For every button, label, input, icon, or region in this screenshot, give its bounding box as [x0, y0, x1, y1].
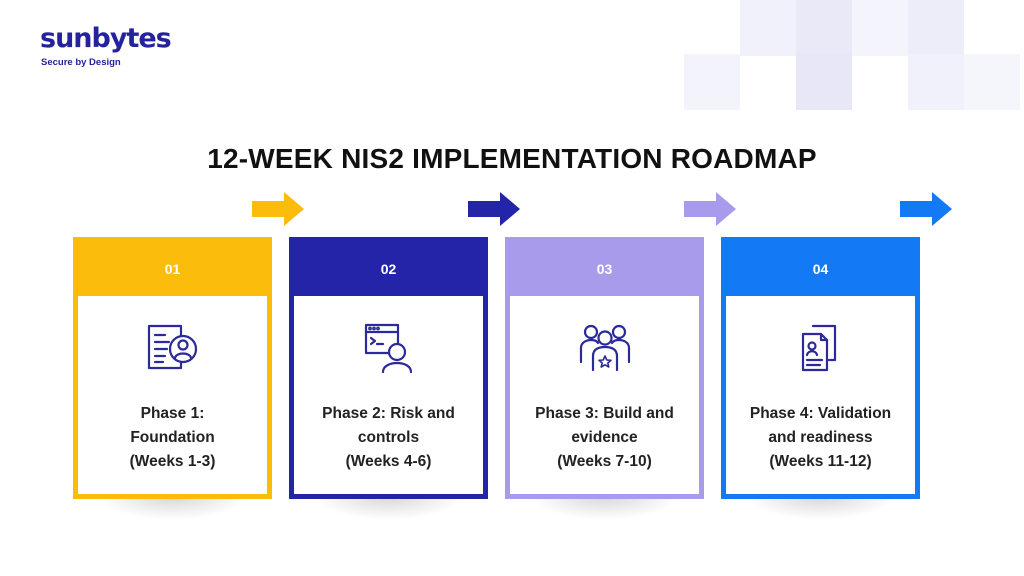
decorative-squares [684, 0, 1024, 110]
phase-number: 03 [510, 242, 699, 296]
brand-tagline: Secure by Design [41, 57, 121, 68]
documents-profile-icon [801, 324, 836, 372]
page-title: 12-WEEK NIS2 IMPLEMENTATION ROADMAP [207, 143, 817, 174]
card-shadow [314, 496, 464, 520]
phase-description: Phase 2: Risk and controls (Weeks 4-6) [322, 405, 455, 470]
phase-card-1: 01 Phase 1: Foundation (Weeks 1-3) [73, 237, 272, 499]
team-star-icon [579, 324, 630, 372]
phase-card-4: 04 Phase 4: Validation and readiness (We… [721, 237, 920, 499]
brand-name: sunbytes [40, 23, 172, 54]
phase-description: Phase 3: Build and evidence (Weeks 7-10) [535, 405, 674, 470]
document-user-icon [147, 324, 197, 370]
arrow-right-icon [252, 192, 304, 226]
phase-number: 04 [726, 242, 915, 296]
card-shadow [530, 496, 680, 520]
phase-number: 02 [294, 242, 483, 296]
terminal-user-icon [364, 323, 412, 374]
card-shadow [746, 496, 896, 520]
phase-description: Phase 1: Foundation (Weeks 1-3) [129, 405, 216, 470]
card-shadow [98, 496, 248, 520]
phase-number: 01 [78, 242, 267, 296]
arrow-right-icon [900, 192, 952, 226]
phase-card-3: 03 Phase 3: Build and evidence (Weeks 7-… [505, 237, 704, 499]
phase-card-2: 02 Phase 2: Risk and controls (Weeks 4-6… [289, 237, 488, 499]
phase-description: Phase 4: Validation and readiness (Weeks… [749, 405, 892, 470]
brand-logo[interactable]: sunbytes Secure by Design [40, 23, 172, 69]
arrow-right-icon [684, 192, 736, 226]
arrow-right-icon [468, 192, 520, 226]
